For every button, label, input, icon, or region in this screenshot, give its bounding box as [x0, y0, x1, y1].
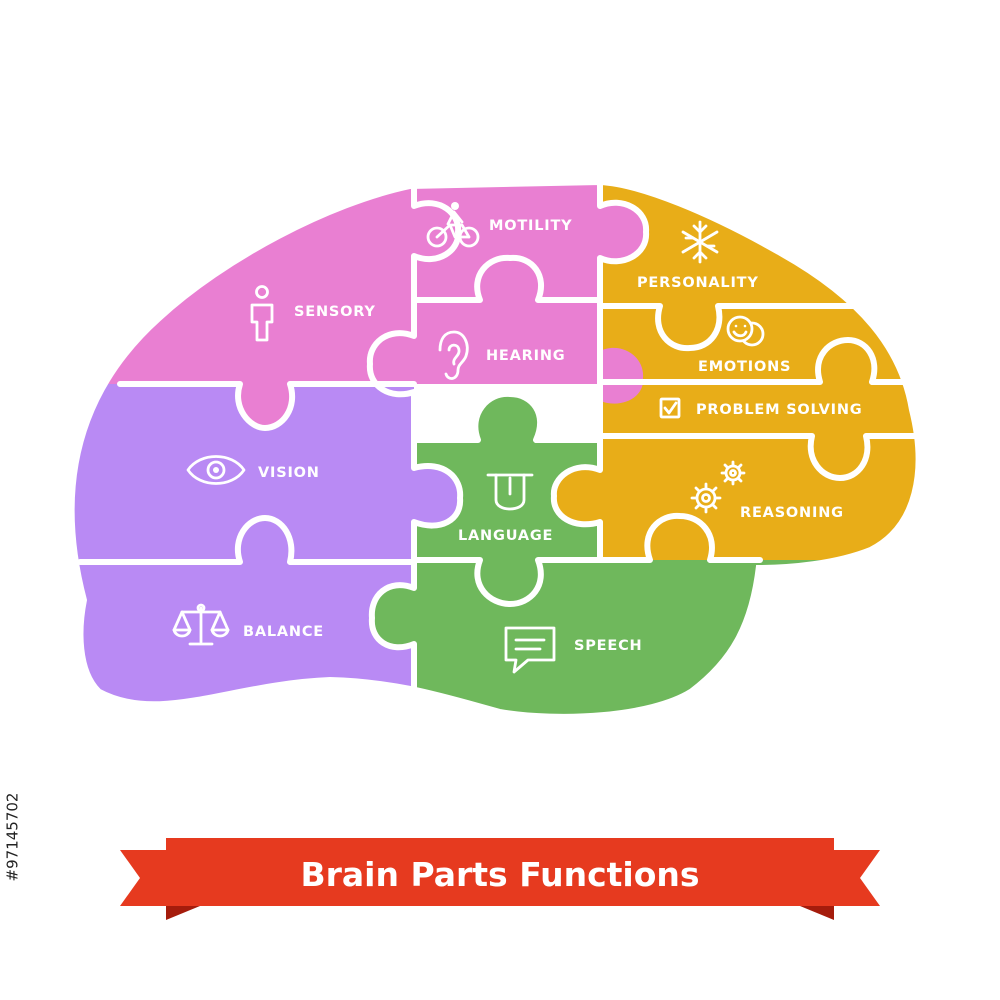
label-speech: SPEECH — [574, 638, 642, 654]
label-problem-solving: PROBLEM SOLVING — [696, 402, 862, 418]
eye-icon — [186, 455, 246, 485]
label-balance: BALANCE — [243, 624, 324, 640]
label-vision: VISION — [258, 465, 320, 481]
stock-id-text: #97145702 — [3, 792, 22, 882]
ribbon-right-fold — [800, 906, 834, 920]
stock-id-vertical: #97145702 — [2, 778, 22, 896]
person-icon — [250, 285, 274, 342]
smiley-faces-icon — [726, 315, 765, 347]
ribbon-left-fold — [166, 906, 200, 920]
label-language: LANGUAGE — [458, 528, 553, 544]
gears-icon — [690, 460, 746, 514]
label-hearing: HEARING — [486, 348, 565, 364]
scales-icon — [172, 603, 230, 646]
tongue-icon — [486, 473, 534, 511]
region-green-lower — [414, 560, 917, 715]
ribbon-band — [166, 838, 834, 906]
checkbox-icon — [659, 397, 681, 419]
region-pink — [73, 184, 600, 384]
bicycle-icon — [426, 202, 480, 248]
label-personality: PERSONALITY — [637, 275, 759, 291]
label-emotions: EMOTIONS — [698, 359, 791, 375]
label-sensory: SENSORY — [294, 304, 376, 320]
puzzle-tabs — [238, 201, 647, 648]
label-reasoning: REASONING — [740, 505, 844, 521]
speech-bubble-icon — [504, 626, 556, 674]
label-motility: MOTILITY — [489, 218, 572, 234]
ribbon-title: Brain Parts Functions — [300, 855, 699, 894]
snowflake-icon — [681, 220, 719, 264]
puzzle-seams — [77, 184, 917, 703]
region-purple — [73, 384, 414, 715]
ribbon-right-tail — [834, 850, 880, 906]
brain-outline — [72, 182, 918, 716]
title-ribbon: Brain Parts Functions — [120, 838, 880, 920]
ear-icon — [438, 330, 469, 380]
ribbon-left-tail — [120, 850, 166, 906]
